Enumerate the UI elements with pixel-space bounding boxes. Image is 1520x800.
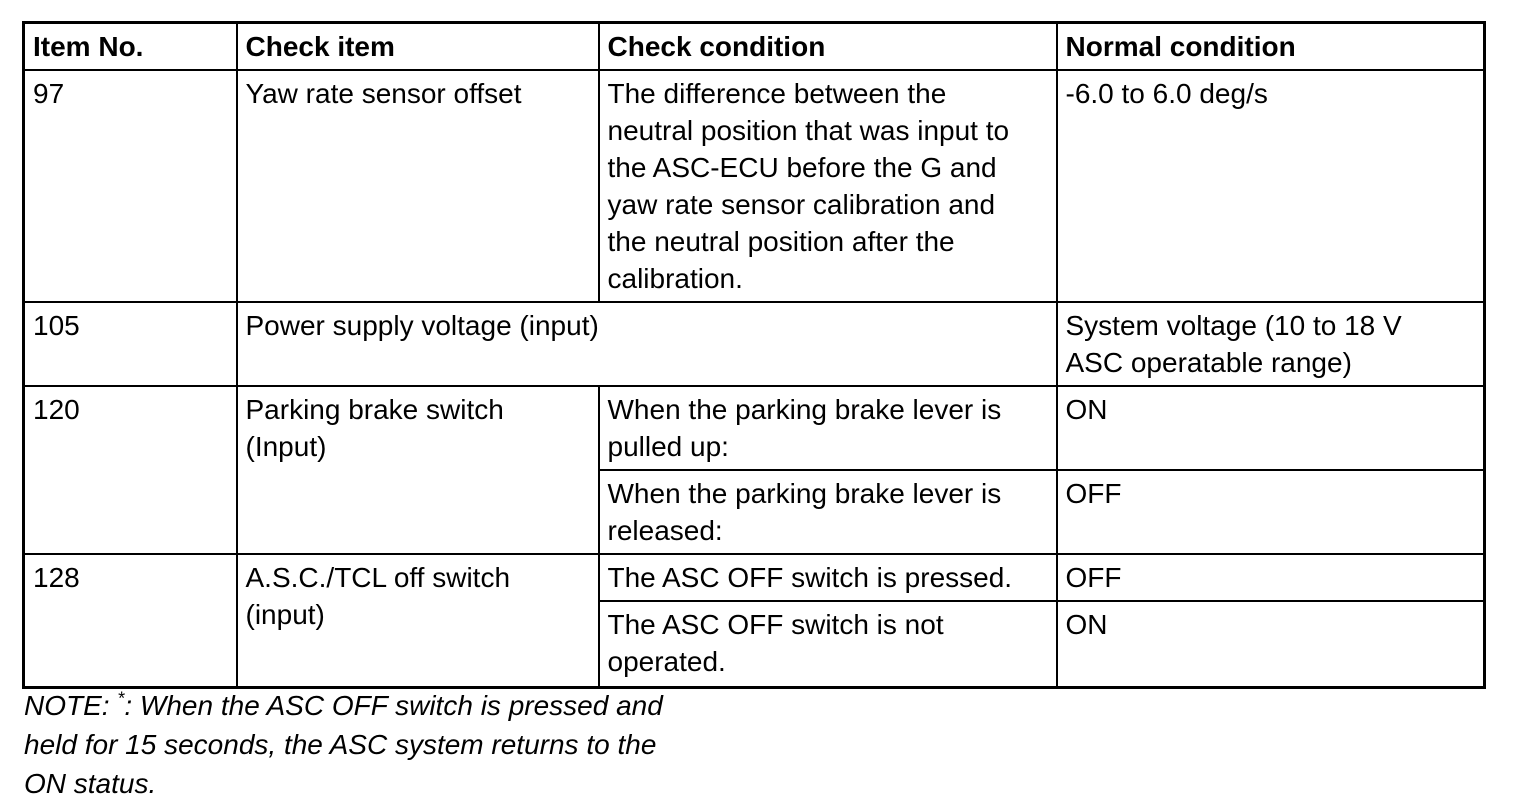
table-row-105: 105 Power supply voltage (input) System … [22, 301, 1486, 387]
cell-105-check-item: Power supply voltage (input) [235, 301, 1058, 387]
cell-120-item-no: 120 [22, 385, 238, 555]
cell-128-check-condition-1: The ASC OFF switch is pressed. [597, 553, 1058, 602]
header-cell-normal-condition: Normal condition [1055, 21, 1486, 71]
cell-128-check-condition-2: The ASC OFF switch is not operated. [597, 600, 1058, 688]
table-row-128-b: The ASC OFF switch is not operated. ON [24, 600, 1486, 688]
header-cell-check-item: Check item [235, 21, 600, 71]
table-row-97: 97 Yaw rate sensor offset The difference… [22, 69, 1486, 303]
table-header-row: Item No. Check item Check condition Norm… [22, 21, 1486, 71]
cell-97-check-condition: The difference between the neutral posit… [597, 69, 1058, 303]
cell-120-normal-condition-2: OFF [1055, 469, 1486, 555]
footnote-line-1-text: : When the ASC OFF switch is pressed and [124, 690, 663, 721]
table-row-128-a: 128 A.S.C./TCL off switch (input) The AS… [22, 553, 1486, 688]
cell-128-normal-condition-2: ON [1055, 600, 1486, 688]
header-cell-check-condition: Check condition [597, 21, 1058, 71]
table-row-120-a: 120 Parking brake switch (Input) When th… [22, 385, 1486, 555]
cell-120-check-condition-1: When the parking brake lever is pulled u… [597, 385, 1058, 471]
check-item-table: Item No. Check item Check condition Norm… [22, 21, 1486, 689]
cell-128-normal-condition-1: OFF [1055, 553, 1486, 602]
header-cell-item-no: Item No. [22, 21, 238, 71]
cell-97-check-item: Yaw rate sensor offset [235, 69, 600, 303]
cell-120-check-item: Parking brake switch (Input) [235, 385, 600, 555]
cell-128-item-no: 128 [22, 553, 238, 688]
footnote-label: NOTE: [24, 690, 118, 721]
footnote-line-3: ON status. [24, 768, 157, 799]
cell-105-normal-condition: System voltage (10 to 18 V ASC operatabl… [1055, 301, 1486, 387]
cell-128-check-item: A.S.C./TCL off switch (input) [235, 553, 600, 688]
cell-97-normal-condition: -6.0 to 6.0 deg/s [1055, 69, 1486, 303]
footnote: NOTE: *: When the ASC OFF switch is pres… [24, 686, 804, 800]
table-row-120-b: When the parking brake lever is released… [24, 469, 1486, 555]
cell-97-item-no: 97 [22, 69, 238, 303]
cell-105-item-no: 105 [22, 301, 238, 387]
cell-120-normal-condition-1: ON [1055, 385, 1486, 471]
footnote-asterisk: * [117, 688, 125, 709]
footnote-line-2: held for 15 seconds, the ASC system retu… [24, 729, 657, 760]
footnote-line-1: NOTE: *: When the ASC OFF switch is pres… [24, 686, 804, 725]
cell-120-check-condition-2: When the parking brake lever is released… [597, 469, 1058, 555]
